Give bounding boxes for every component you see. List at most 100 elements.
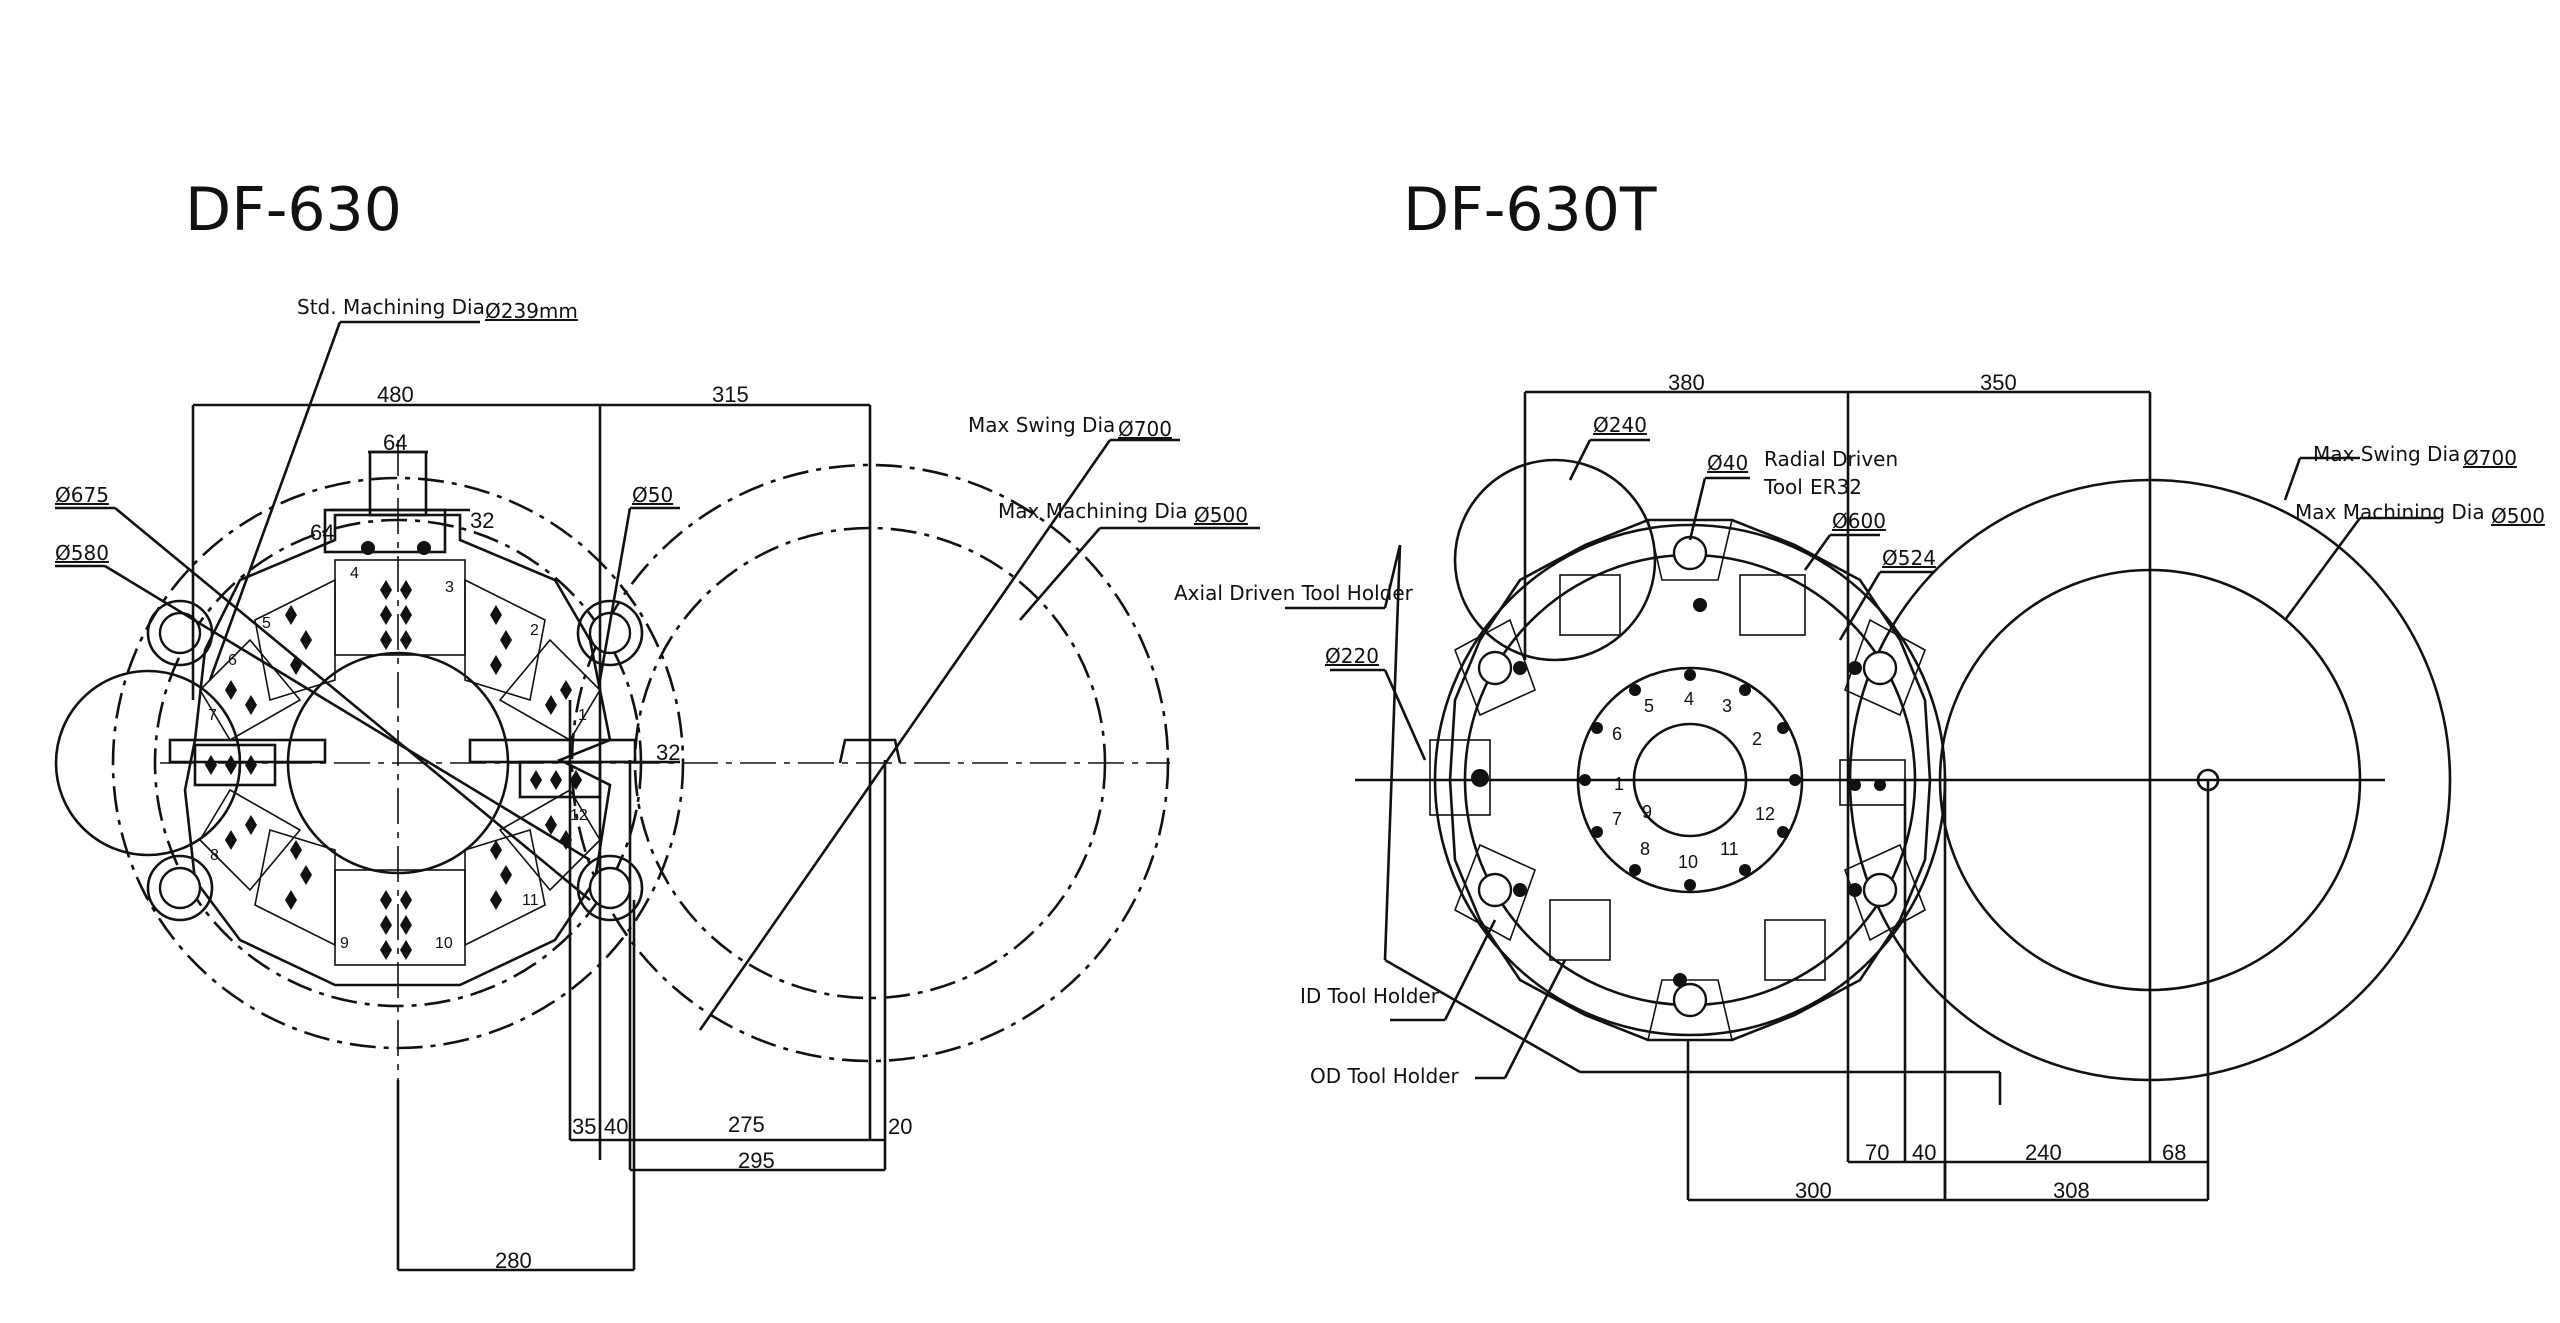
df630-tool-circle-ul [158, 611, 202, 655]
station-label: 7 [1612, 809, 1622, 829]
tool-circle [1672, 535, 1708, 571]
dia-50-label: Ø50 [632, 483, 673, 507]
station-label: 10 [435, 935, 453, 952]
station-label: 10 [1678, 852, 1698, 872]
df630t-leaders [1285, 438, 2440, 1105]
station-label: 12 [1755, 804, 1775, 824]
dim-480: 480 [377, 382, 414, 407]
ring [576, 599, 644, 667]
dim-380: 380 [1668, 370, 1705, 395]
bolt [1849, 779, 1861, 791]
axial-driven-label: Axial Driven Tool Holder [1174, 581, 1414, 605]
ring [146, 854, 214, 922]
df630-tool-circle-lr [588, 866, 632, 910]
dim-40: 40 [604, 1114, 628, 1139]
tool-circle [1477, 872, 1513, 908]
station-label: 4 [350, 565, 359, 582]
max-machining-label-t: Max Machining Dia [2295, 500, 2485, 524]
dim-70: 70 [1865, 1140, 1889, 1165]
df-630t-drawing: DF-630T [1174, 175, 2545, 1203]
std-machining-label: Std. Machining Dia [297, 295, 485, 319]
dia-675-label: Ø675 [55, 483, 109, 507]
df-630-drawing: DF-630 [54, 175, 1260, 1273]
station-label: 5 [262, 615, 271, 632]
dim-350: 350 [1980, 370, 2017, 395]
max-swing-value-t: Ø700 [2463, 446, 2517, 470]
df630-turret-body [183, 513, 612, 987]
station-label: 1 [1614, 774, 1624, 794]
station-label: 8 [1640, 839, 1650, 859]
df630-tool-pockets [198, 559, 602, 966]
station-label: 11 [522, 892, 539, 909]
tool-circle [1862, 872, 1898, 908]
bolt [1673, 973, 1687, 987]
df630-station-numbers: 1 2 3 4 5 6 7 8 9 10 11 12 [208, 565, 588, 952]
bolt [1513, 661, 1527, 675]
dim-35: 35 [572, 1114, 596, 1139]
df630-left-holder [193, 743, 277, 787]
df630-leaders [55, 320, 1260, 1031]
max-swing-value: Ø700 [1118, 417, 1172, 441]
bolt [1848, 883, 1862, 897]
station-label: 3 [1722, 696, 1732, 716]
df630t-tool-blocks [1429, 519, 1926, 1041]
dim-308: 308 [2053, 1178, 2090, 1203]
dia-580-label: Ø580 [55, 541, 109, 565]
station-label: 6 [1612, 724, 1622, 744]
dim-300: 300 [1795, 1178, 1832, 1203]
station-label: 6 [228, 652, 237, 669]
df-630-title: DF-630 [185, 175, 402, 245]
radial-driven-label-3: ER32 [1810, 475, 1862, 499]
station-label: 5 [1644, 696, 1654, 716]
dim-40-t: 40 [1912, 1140, 1936, 1165]
station-label: 2 [530, 622, 539, 639]
station-label: 12 [570, 807, 588, 824]
bolt [1513, 883, 1527, 897]
station-label: 1 [578, 707, 587, 724]
bolt [1693, 598, 1707, 612]
dia-40-label: Ø40 [1707, 451, 1748, 475]
station-label: 3 [445, 579, 454, 596]
station-label: 9 [340, 935, 349, 952]
dim-32-top: 32 [470, 508, 494, 533]
tool-circle [1672, 982, 1708, 1018]
radial-driven-label-2: Tool [1763, 475, 1803, 499]
station-label: 7 [208, 707, 217, 724]
dim-20: 20 [888, 1114, 912, 1139]
ring [146, 599, 214, 667]
tool-circle [1477, 650, 1513, 686]
station-label: 11 [1720, 839, 1739, 859]
ring [576, 854, 644, 922]
bolt [361, 541, 375, 555]
df630-tool-circle-ll [158, 866, 202, 910]
id-tool-holder-label: ID Tool Holder [1300, 984, 1440, 1008]
station-label: 9 [1642, 802, 1652, 822]
dim-32-right: 32 [656, 740, 680, 765]
dim-315: 315 [712, 382, 749, 407]
dim-68: 68 [2162, 1140, 2186, 1165]
std-machining-value: Ø239mm [485, 299, 578, 323]
max-machining-label: Max Machining Dia [998, 499, 1188, 523]
df630t-circle-240 [1453, 458, 1657, 662]
bolt [1874, 779, 1886, 791]
dim-295: 295 [738, 1148, 775, 1173]
max-swing-label-t: Max Swing Dia [2313, 442, 2460, 466]
max-machining-value-t: Ø500 [2491, 504, 2545, 528]
dia-220-label: Ø220 [1325, 644, 1379, 668]
radial-driven-label-1: Radial Driven [1764, 447, 1898, 471]
dia-240-label: Ø240 [1593, 413, 1647, 437]
od-tool-holder-label: OD Tool Holder [1310, 1064, 1460, 1088]
dim-240: 240 [2025, 1140, 2062, 1165]
tool-circle [1862, 650, 1898, 686]
df630-diamond-marks [205, 580, 582, 960]
df630-dimension-lines [191, 403, 902, 1272]
df630t-station-numbers: 1 2 3 4 5 6 7 8 9 10 11 12 [1612, 689, 1775, 872]
dim-280: 280 [495, 1248, 532, 1273]
station-label: 8 [210, 847, 219, 864]
max-swing-label: Max Swing Dia [968, 413, 1115, 437]
dim-64-top: 64 [383, 430, 407, 455]
bolt [1848, 661, 1862, 675]
dim-64-side: 64 [310, 520, 334, 545]
station-label: 4 [1684, 689, 1694, 709]
